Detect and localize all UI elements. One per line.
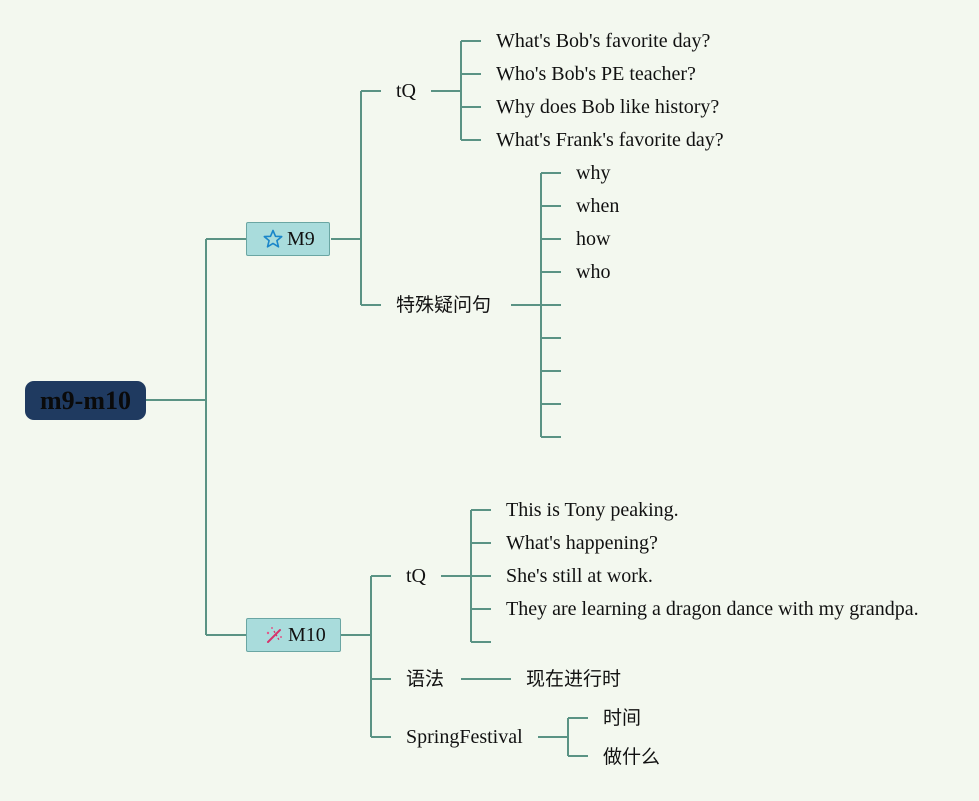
star-icon [263,229,283,249]
m9-tq-question-4[interactable]: What's Frank's favorite day? [496,129,724,151]
m9-special-word-who[interactable]: who [576,261,611,283]
magic-wand-icon [264,625,284,645]
m10-tq-label[interactable]: tQ [406,565,426,587]
m10-spring-child-activities[interactable]: 做什么 [603,746,661,768]
m9-tq-question-2[interactable]: Who's Bob's PE teacher? [496,63,696,85]
m10-tq-sentence-4[interactable]: They are learning a dragon dance with my… [506,598,919,620]
root-label: m9-m10 [40,385,131,415]
node-m9-label: M9 [287,227,315,250]
m9-special-questions-label[interactable]: 特殊疑问句 [396,294,492,316]
node-m10[interactable]: M10 [246,618,341,652]
m10-tq-sentence-1[interactable]: This is Tony peaking. [506,499,679,521]
m10-spring-child-time[interactable]: 时间 [603,707,642,729]
m9-tq-question-1[interactable]: What's Bob's favorite day? [496,30,711,52]
m9-tq-label[interactable]: tQ [396,80,416,102]
node-m9[interactable]: M9 [246,222,330,256]
m9-special-word-why[interactable]: why [576,162,611,184]
m10-grammar-label[interactable]: 语法 [406,668,445,690]
m10-grammar-present-continuous[interactable]: 现在进行时 [526,668,622,690]
m9-special-word-when[interactable]: when [576,195,620,217]
m9-tq-question-3[interactable]: Why does Bob like history? [496,96,720,118]
m10-tq-sentence-2[interactable]: What's happening? [506,532,658,554]
root-node[interactable]: m9-m10 [25,381,146,420]
m10-tq-sentence-3[interactable]: She's still at work. [506,565,653,587]
node-m10-label: M10 [288,623,326,646]
m10-spring-festival-label[interactable]: SpringFestival [406,726,523,748]
m9-special-word-how[interactable]: how [576,228,611,250]
